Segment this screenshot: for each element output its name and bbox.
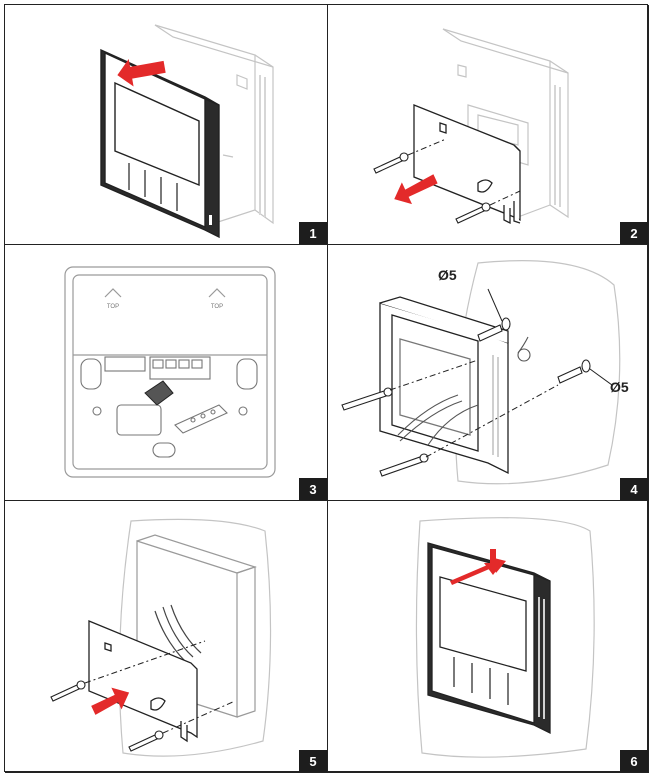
step-1-illustration [100, 24, 274, 239]
ghost-vents [554, 85, 561, 207]
step-3-illustration: TOP TOP [64, 266, 276, 478]
plug-guides [389, 359, 559, 458]
screw-bottom [455, 202, 491, 224]
wall-plugs [477, 317, 591, 384]
front-cover-buttons [128, 163, 178, 211]
screw-left-bottom [379, 453, 429, 477]
step-4-illustration [341, 260, 621, 485]
attach-arrow-down [484, 549, 502, 575]
instruction-grid: 1 [4, 4, 649, 773]
pull-arrow [394, 174, 438, 205]
screw-top [373, 152, 409, 174]
cables [397, 336, 531, 446]
wall-box-vents [492, 355, 499, 457]
diameter-label-right: Ø5 [610, 379, 629, 395]
ghost-wall-box [442, 28, 569, 219]
step-2-badge: 2 [620, 222, 648, 244]
step-4-badge: 4 [620, 478, 648, 500]
back-plate-details [80, 356, 258, 458]
screw-top [50, 680, 86, 702]
screw-guides [407, 138, 521, 206]
cover-side-vents [538, 597, 545, 719]
ghost-wall-box [136, 534, 257, 718]
front-cover [100, 48, 220, 239]
step-2-illustration [373, 28, 569, 225]
top-mark-left: TOP [107, 304, 119, 310]
step-1-panel: 1 [5, 5, 328, 245]
wall-box [379, 296, 509, 475]
step-3-panel: TOP TOP 3 [5, 245, 328, 501]
step-1-badge: 1 [299, 222, 327, 244]
mounting-plate [88, 620, 198, 743]
step-6-illustration [415, 517, 595, 758]
leader-top [487, 288, 503, 322]
step-5-panel: 5 [5, 501, 328, 773]
wire-bundle [144, 380, 174, 406]
front-cover [427, 542, 551, 735]
step-5-illustration [50, 518, 272, 757]
screw-guides [84, 640, 236, 734]
leader-right [589, 368, 613, 386]
back-plate-outline [64, 266, 276, 478]
step-3-badge: 3 [299, 478, 327, 500]
wires [154, 604, 202, 662]
top-mark-right: TOP [211, 304, 223, 310]
mounting-plate [413, 104, 521, 225]
cover-led [209, 215, 212, 225]
wall-outline [415, 517, 595, 758]
front-cover-buttons [453, 657, 509, 705]
screw-bottom [128, 730, 164, 752]
ghost-vents [259, 75, 266, 217]
step-5-badge: 5 [299, 750, 327, 772]
step-6-badge: 6 [620, 750, 648, 772]
step-4-panel: Ø5 Ø5 4 [328, 245, 649, 501]
diameter-label-top: Ø5 [438, 267, 457, 283]
step-2-panel: 2 [328, 5, 649, 245]
step-6-panel: 6 [328, 501, 649, 773]
push-arrow [91, 687, 130, 715]
remove-arrow [117, 58, 166, 87]
